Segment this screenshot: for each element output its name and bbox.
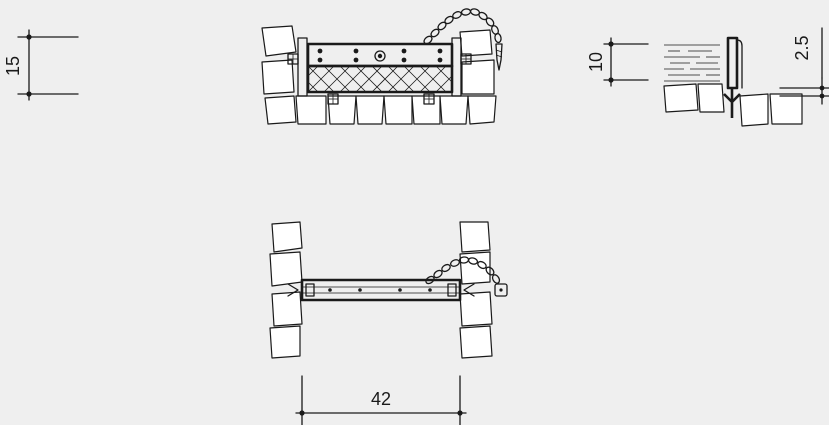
padlock-icon: [494, 283, 508, 297]
water-lines: [664, 44, 720, 82]
plan-view: [269, 221, 508, 359]
dimension-side-height: 10: [586, 37, 649, 87]
plan-width-label: 42: [371, 389, 391, 409]
side-height-label: 10: [586, 52, 606, 72]
dimension-plan-width: 42: [295, 375, 467, 425]
side-section-view: [663, 36, 803, 127]
side-offset-label: 2.5: [792, 35, 812, 60]
dimension-side-offset: 2.5: [779, 27, 829, 105]
front-height-label: 15: [3, 56, 23, 76]
front-elevation-view: [261, 8, 503, 125]
dimension-front-height: 15: [3, 29, 79, 101]
plan-chain: [425, 256, 508, 297]
front-chain: [423, 8, 503, 71]
